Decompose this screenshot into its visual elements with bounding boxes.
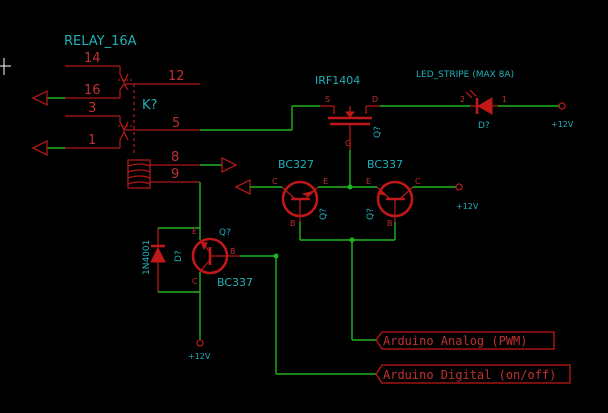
label-arduino-analog-text: Arduino Analog (PWM) [383, 334, 528, 348]
mosfet-value: IRF1404 [315, 74, 360, 87]
relay-pin-8: 8 [171, 150, 179, 165]
label-arduino-digital[interactable]: Arduino Digital (on/off) [375, 364, 571, 384]
diode-1n4001[interactable]: 1N4001 D? [142, 228, 184, 292]
led-pin-2: 2 [460, 95, 465, 104]
bc337-low-value: BC337 [217, 276, 253, 289]
junction-dots [273, 184, 355, 259]
bc337-top-ref: Q? [366, 208, 376, 220]
diode-icon [150, 228, 166, 292]
power-12v-low: +12V [188, 339, 211, 361]
bc337-low-pin-b: B [230, 247, 236, 256]
low-driver-wires [199, 228, 376, 375]
relay-pin-14: 14 [84, 51, 101, 66]
bc337-top-value: BC337 [367, 158, 403, 171]
power-12v-led: +12V [551, 102, 574, 129]
pnp-transistor-icon [281, 180, 319, 222]
bc327-value: BC327 [278, 158, 314, 171]
driver-wires [250, 186, 456, 341]
relay-coil-icon [127, 159, 151, 189]
mosfet-irf1404[interactable]: IRF1404 Q? S D G [315, 74, 383, 150]
led-icon [465, 89, 498, 115]
power-label-low: +12V [188, 352, 211, 361]
mosfet-ref: Q? [373, 126, 383, 138]
bc337-low-ref: Q? [219, 228, 231, 238]
bc327-pin-b: B [290, 219, 296, 228]
led-pin-1: 1 [502, 95, 507, 104]
relay-title: RELAY_16A [64, 34, 137, 49]
crosshair-cursor-icon [0, 58, 11, 75]
transistor-bc337-low[interactable]: Q? BC337 E B C [191, 227, 253, 289]
led-ref: D? [478, 121, 490, 131]
diode-value: 1N4001 [142, 240, 152, 275]
relay-pin-1: 1 [88, 133, 96, 148]
label-arduino-analog[interactable]: Arduino Analog (PWM) [375, 331, 555, 350]
bc327-pin-c: C [272, 177, 278, 186]
transistor-bc337-top[interactable]: BC337 Q? E C B [366, 158, 421, 228]
power-label-led: +12V [551, 120, 574, 129]
npn-transistor-icon [376, 180, 414, 222]
bc327-pin-e: E [323, 177, 328, 186]
relay-pin-9: 9 [171, 167, 179, 182]
relay-wires [47, 97, 320, 228]
power-label-right: +12V [456, 202, 479, 211]
relay-ref: K? [142, 98, 157, 113]
label-arduino-digital-text: Arduino Digital (on/off) [383, 368, 556, 382]
bc337-top-pin-c: C [415, 177, 421, 186]
mosfet-icon [320, 105, 380, 150]
mosfet-pin-d: D [372, 95, 378, 104]
relay-pin-16: 16 [84, 83, 101, 98]
relay-pin-3: 3 [88, 101, 96, 116]
relay-k[interactable]: RELAY_16A K? 14 12 16 3 5 1 8 9 [64, 34, 200, 189]
mosfet-pin-g: G [345, 139, 351, 148]
bc327-ref: Q? [319, 208, 329, 220]
transistor-bc327[interactable]: BC327 Q? C E B [272, 158, 329, 228]
power-12v-right: +12V [455, 183, 479, 211]
bc337-top-pin-b: B [387, 219, 393, 228]
bc337-low-pin-e: E [192, 227, 197, 236]
relay-pin-5: 5 [172, 116, 180, 131]
bc337-top-pin-e: E [366, 177, 371, 186]
led-stripe[interactable]: LED_STRIPE (MAX 8A) D? 2 1 [416, 70, 514, 131]
bc337-low-pin-c: C [192, 277, 198, 286]
diode-ref: D? [174, 250, 184, 262]
led-value: LED_STRIPE (MAX 8A) [416, 70, 514, 80]
npn-transistor-low-icon [191, 237, 240, 275]
relay-pin-12: 12 [168, 69, 185, 84]
mosfet-pin-s: S [325, 95, 330, 104]
diode-wires [158, 227, 200, 293]
